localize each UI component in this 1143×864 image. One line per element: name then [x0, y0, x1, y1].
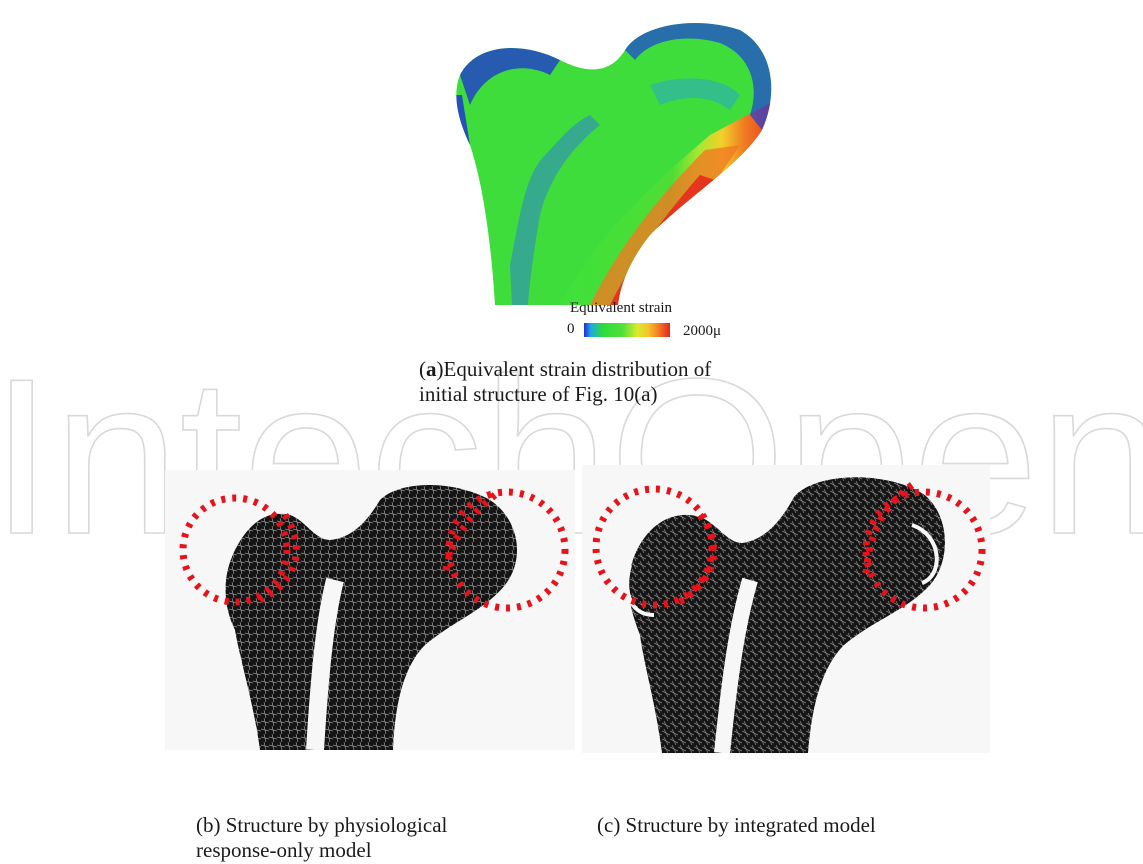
caption-a-line1: (a)Equivalent strain distribution of: [419, 357, 712, 381]
structure-b-image: [165, 470, 575, 750]
caption-b: (b) Structure by physiological response-…: [196, 813, 447, 863]
caption-b-line2: response-only model: [196, 838, 372, 862]
caption-c: (c) Structure by integrated model: [597, 813, 876, 837]
strain-distribution-image: [456, 22, 772, 305]
structure-c-image: [582, 465, 990, 753]
caption-a: (a)Equivalent strain distribution of ini…: [419, 357, 711, 407]
colorbar-max-label: 2000μ: [683, 323, 722, 339]
colorbar: [584, 323, 670, 337]
caption-b-line1: (b) Structure by physiological: [196, 813, 448, 837]
colorbar-title: Equivalent strain: [570, 300, 673, 316]
caption-a-line1-text: )Equivalent strain distribution of: [436, 357, 712, 381]
colorbar-min-label: 0: [567, 321, 575, 337]
caption-a-prefix: a: [426, 357, 437, 381]
caption-a-line2: initial structure of Fig. 10(a): [419, 382, 658, 406]
